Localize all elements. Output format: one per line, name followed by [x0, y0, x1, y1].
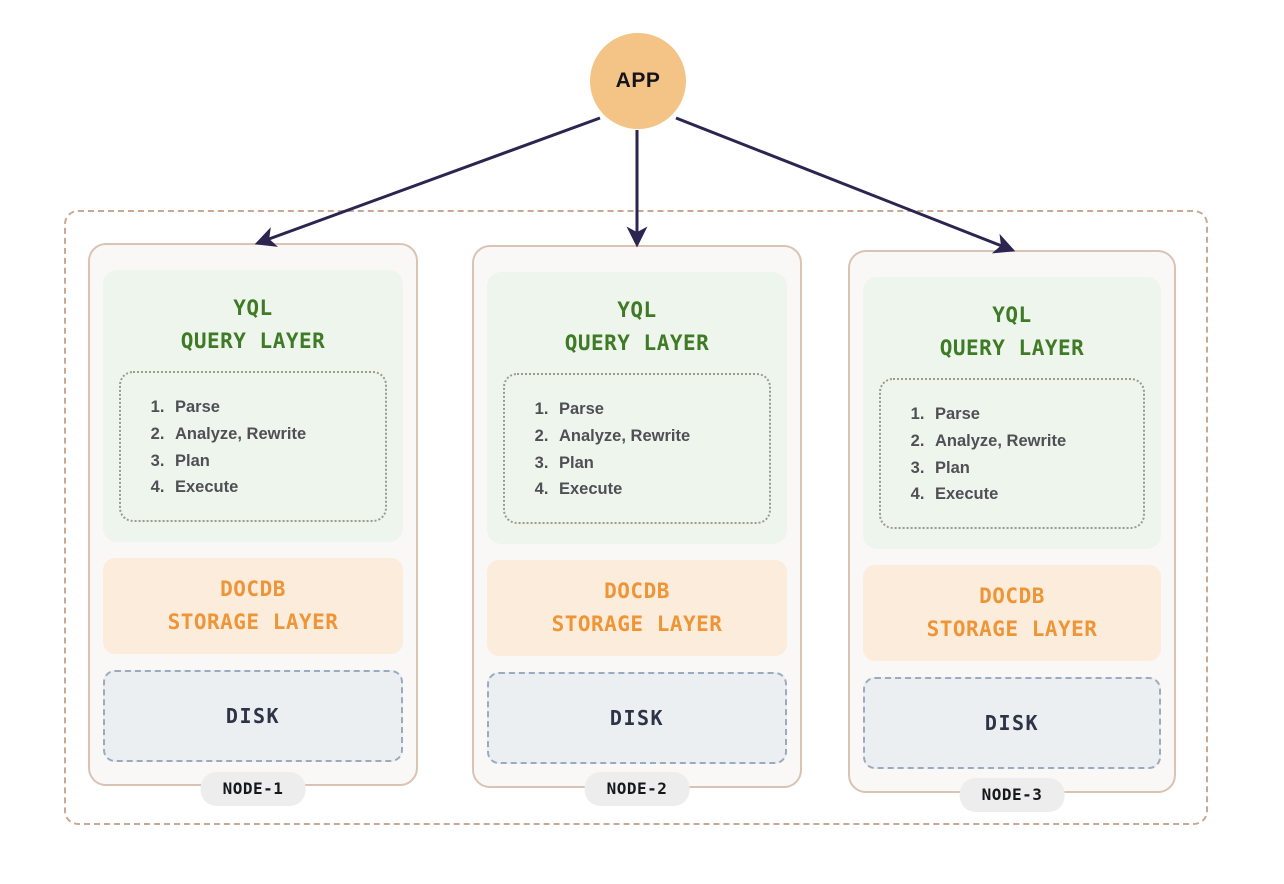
yql-query-layer-title-2: YQL QUERY LAYER	[564, 298, 710, 355]
query-step-item: Analyze, Rewrite	[169, 421, 375, 448]
yql-query-layer-panel-3[interactable]: YQL QUERY LAYER Parse Analyze, Rewrite P…	[863, 277, 1161, 549]
disk-panel-1[interactable]: DISK	[103, 670, 403, 762]
node-1-contents: YQL QUERY LAYER Parse Analyze, Rewrite P…	[103, 270, 403, 762]
query-step-item: Plan	[169, 448, 375, 475]
docdb-storage-layer-title-2: DOCDB STORAGE LAYER	[551, 579, 723, 636]
node-badge-3: NODE-3	[959, 778, 1065, 812]
node-card-1[interactable]: YQL QUERY LAYER Parse Analyze, Rewrite P…	[88, 243, 418, 786]
query-step-item: Execute	[553, 476, 759, 503]
node-card-2[interactable]: YQL QUERY LAYER Parse Analyze, Rewrite P…	[472, 245, 802, 788]
disk-panel-2[interactable]: DISK	[487, 672, 787, 764]
query-step-item: Parse	[929, 401, 1133, 428]
node-card-3[interactable]: YQL QUERY LAYER Parse Analyze, Rewrite P…	[848, 250, 1176, 793]
disk-panel-3[interactable]: DISK	[863, 677, 1161, 769]
docdb-storage-layer-panel-3[interactable]: DOCDB STORAGE LAYER	[863, 565, 1161, 661]
query-steps-list-3: Parse Analyze, Rewrite Plan Execute	[903, 401, 1133, 508]
yql-query-layer-title-1: YQL QUERY LAYER	[180, 296, 326, 353]
yql-query-layer-title-3: YQL QUERY LAYER	[939, 303, 1085, 360]
node-badge-1: NODE-1	[200, 772, 306, 806]
query-step-item: Execute	[929, 481, 1133, 508]
app-node-label: APP	[615, 69, 661, 92]
query-step-item: Execute	[169, 474, 375, 501]
yql-query-layer-panel-2[interactable]: YQL QUERY LAYER Parse Analyze, Rewrite P…	[487, 272, 787, 544]
query-step-item: Analyze, Rewrite	[553, 423, 759, 450]
disk-label-3: DISK	[984, 711, 1040, 735]
query-step-item: Parse	[169, 394, 375, 421]
app-node[interactable]: APP	[590, 33, 686, 129]
yql-query-layer-panel-1[interactable]: YQL QUERY LAYER Parse Analyze, Rewrite P…	[103, 270, 403, 542]
docdb-storage-layer-title-3: DOCDB STORAGE LAYER	[926, 584, 1098, 641]
query-step-item: Analyze, Rewrite	[929, 428, 1133, 455]
query-step-item: Parse	[553, 396, 759, 423]
docdb-storage-layer-panel-1[interactable]: DOCDB STORAGE LAYER	[103, 558, 403, 654]
query-steps-box-3: Parse Analyze, Rewrite Plan Execute	[879, 378, 1145, 529]
docdb-storage-layer-title-1: DOCDB STORAGE LAYER	[167, 577, 339, 634]
query-steps-list-1: Parse Analyze, Rewrite Plan Execute	[143, 394, 375, 501]
node-badge-2: NODE-2	[584, 772, 690, 806]
query-steps-list-2: Parse Analyze, Rewrite Plan Execute	[527, 396, 759, 503]
docdb-storage-layer-panel-2[interactable]: DOCDB STORAGE LAYER	[487, 560, 787, 656]
query-steps-box-1: Parse Analyze, Rewrite Plan Execute	[119, 371, 387, 522]
node-3-contents: YQL QUERY LAYER Parse Analyze, Rewrite P…	[863, 277, 1161, 769]
query-steps-box-2: Parse Analyze, Rewrite Plan Execute	[503, 373, 771, 524]
node-2-contents: YQL QUERY LAYER Parse Analyze, Rewrite P…	[487, 272, 787, 764]
query-step-item: Plan	[929, 455, 1133, 482]
disk-label-2: DISK	[609, 706, 665, 730]
query-step-item: Plan	[553, 450, 759, 477]
disk-label-1: DISK	[225, 704, 281, 728]
